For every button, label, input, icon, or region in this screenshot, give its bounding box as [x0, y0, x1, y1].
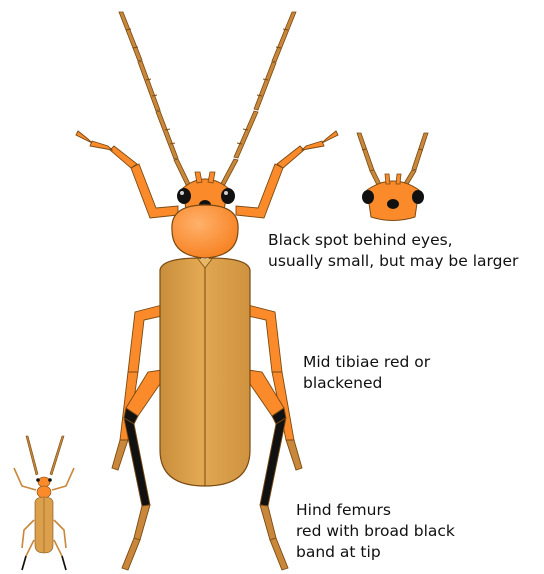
- caption-black-spot-line-1: Black spot behind eyes,: [268, 230, 518, 251]
- front-right-leg: [236, 131, 338, 218]
- beetle-life-size-icon: [14, 436, 74, 570]
- caption-hind-femurs: Hind femurs red with broad black band at…: [296, 500, 455, 563]
- elytra: [160, 258, 250, 486]
- pronotum: [172, 205, 238, 258]
- caption-hind-femurs-line-2: red with broad black: [296, 521, 455, 542]
- beetle-head-detail: [357, 133, 428, 221]
- caption-hind-femurs-line-3: band at tip: [296, 542, 455, 563]
- caption-hind-femurs-line-1: Hind femurs: [296, 500, 455, 521]
- left-eye: [177, 188, 191, 204]
- caption-mid-tibiae-line-1: Mid tibiae red or: [303, 352, 430, 373]
- caption-mid-tibiae-line-2: blackened: [303, 373, 430, 394]
- caption-black-spot: Black spot behind eyes, usually small, b…: [268, 230, 518, 272]
- detail-black-spot: [387, 199, 399, 209]
- beetle-main-illustration: [76, 12, 338, 570]
- caption-mid-tibiae: Mid tibiae red or blackened: [303, 352, 430, 394]
- caption-black-spot-line-2: usually small, but may be larger: [268, 251, 518, 272]
- right-eye: [221, 188, 235, 204]
- front-left-leg: [76, 131, 178, 218]
